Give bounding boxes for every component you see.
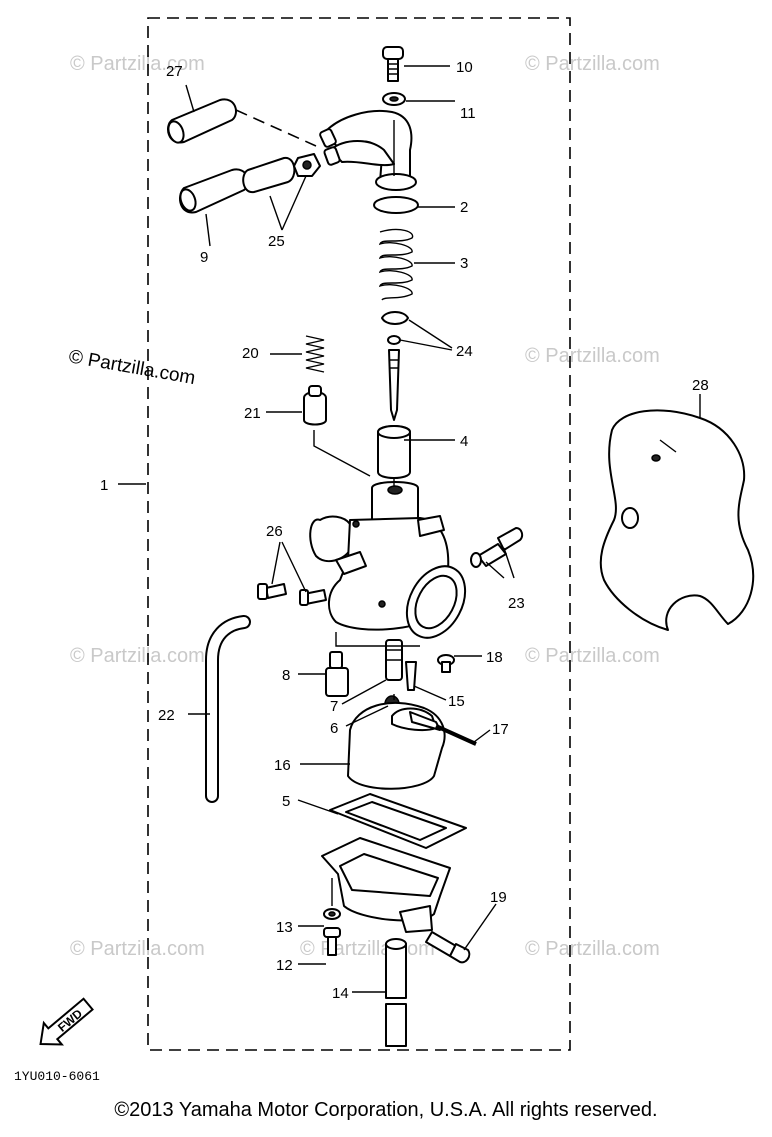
callout-2: 2 xyxy=(460,199,468,216)
callout-5: 5 xyxy=(282,793,290,810)
callout-15: 15 xyxy=(448,693,465,710)
part-carburetor-body xyxy=(309,481,467,639)
callout-12: 12 xyxy=(276,957,293,974)
part-9-cap xyxy=(179,168,249,214)
part-14-tube xyxy=(385,938,407,1047)
part-12-screw xyxy=(323,927,341,956)
callout-28: 28 xyxy=(692,377,709,394)
part-18-screw xyxy=(437,654,455,673)
callout-11: 11 xyxy=(460,105,476,122)
watermark: © Partzilla.com xyxy=(525,645,660,667)
callout-20: 20 xyxy=(242,345,259,362)
part-17-pin xyxy=(435,724,477,746)
fwd-arrow: FWD xyxy=(39,997,94,1046)
leader-lines xyxy=(118,65,701,993)
callout-9: 9 xyxy=(200,249,208,266)
callout-3: 3 xyxy=(460,255,468,272)
part-20-spring xyxy=(305,335,325,373)
callout-10: 10 xyxy=(456,59,473,76)
watermark: © Partzilla.com xyxy=(70,645,205,667)
callout-13: 13 xyxy=(276,919,293,936)
part-16-float xyxy=(347,701,446,790)
callout-8: 8 xyxy=(282,667,290,684)
watermark: © Partzilla.com xyxy=(525,345,660,367)
callout-7: 7 xyxy=(330,698,338,715)
part-7-needle-valve xyxy=(385,639,403,681)
watermark: © Partzilla.com xyxy=(70,53,205,75)
watermark: © Partzilla.com xyxy=(67,346,197,389)
part-19-drain-screw xyxy=(425,931,471,964)
part-13-washer xyxy=(323,908,341,920)
drawing-code: 1YU010-6061 xyxy=(14,1069,100,1084)
part-22-hose xyxy=(205,615,251,803)
part-4-throttle-valve xyxy=(377,425,411,479)
callout-22: 22 xyxy=(158,707,175,724)
watermark: © Partzilla.com xyxy=(300,938,435,960)
assembly-boundary xyxy=(147,17,571,1051)
callout-6: 6 xyxy=(330,720,338,737)
copyright-notice: ©2013 Yamaha Motor Corporation, U.S.A. A… xyxy=(114,1099,658,1121)
part-10-screw xyxy=(382,46,404,82)
callout-19: 19 xyxy=(490,889,507,906)
part-27-cap xyxy=(167,98,237,144)
part-15-valve xyxy=(405,661,417,691)
part-26-screws xyxy=(257,583,327,606)
callout-23: 23 xyxy=(508,595,525,612)
callout-14: 14 xyxy=(332,985,349,1002)
watermark: © Partzilla.com xyxy=(525,938,660,960)
part-23-pilot-screw xyxy=(470,527,524,568)
part-28-cover xyxy=(599,409,755,631)
part-8-jet xyxy=(325,651,349,697)
watermark: © Partzilla.com xyxy=(525,53,660,75)
part-25-adjuster xyxy=(242,153,321,194)
callout-17: 17 xyxy=(492,721,509,738)
watermark: © Partzilla.com xyxy=(70,938,205,960)
callout-24: 24 xyxy=(456,343,473,360)
part-mixing-chamber-top xyxy=(319,110,417,191)
part-24-needle-set xyxy=(381,311,409,421)
part-3-spring xyxy=(378,228,414,301)
part-5-gasket xyxy=(329,793,467,849)
callout-25: 25 xyxy=(268,233,285,250)
callout-26: 26 xyxy=(266,523,283,540)
fwd-arrow-icon xyxy=(39,997,94,1046)
callout-16: 16 xyxy=(274,757,291,774)
callout-4: 4 xyxy=(460,433,468,450)
callout-27: 27 xyxy=(166,63,183,80)
callout-18: 18 xyxy=(486,649,503,666)
part-11-washer xyxy=(382,92,406,106)
part-2-gasket xyxy=(373,196,419,214)
part-21-screw xyxy=(303,385,327,426)
callout-labels: 1 2 3 4 5 6 7 8 9 10 11 12 13 14 15 16 1… xyxy=(100,59,709,1002)
callout-21: 21 xyxy=(244,405,261,422)
guide-lines xyxy=(235,109,420,906)
callout-1: 1 xyxy=(100,477,108,494)
part-float-chamber xyxy=(321,837,451,933)
